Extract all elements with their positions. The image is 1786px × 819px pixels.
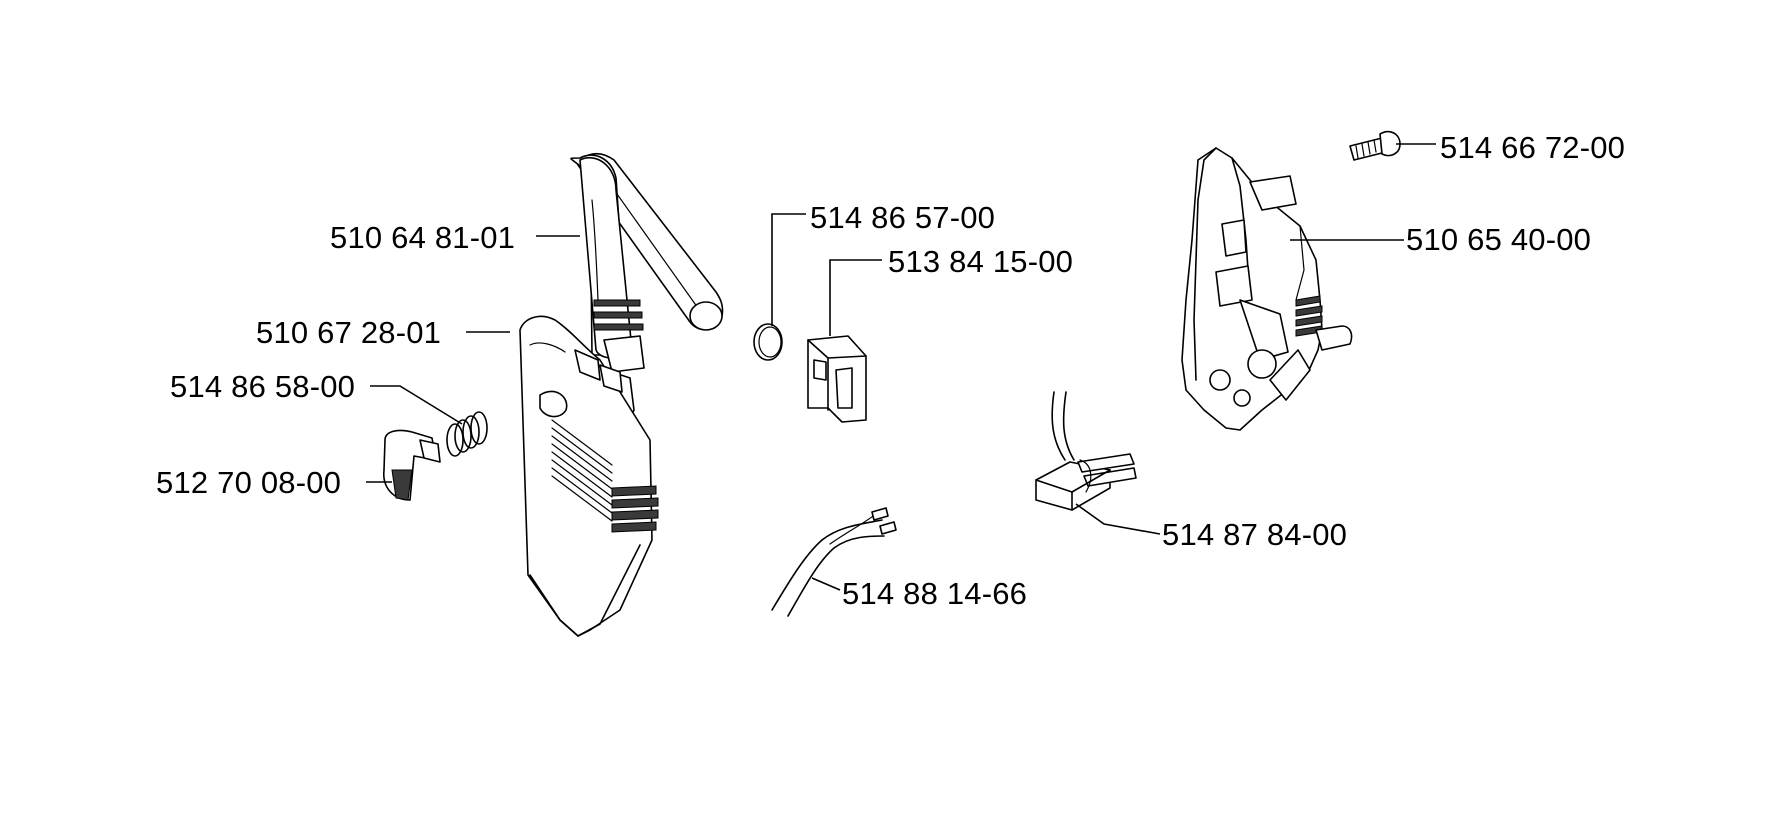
leader-lines <box>366 143 1436 591</box>
spring-part <box>446 411 488 457</box>
clip-block-part <box>807 335 867 423</box>
housing-cover-part <box>519 315 659 637</box>
label-spring: 514 86 58-00 <box>170 369 356 404</box>
leader-cable <box>811 577 841 591</box>
label-switch: 514 87 84-00 <box>1162 517 1348 552</box>
leader-ring <box>771 213 806 326</box>
ring-part <box>753 323 783 361</box>
label-cable: 514 88 14-66 <box>842 576 1028 611</box>
label-housing-cover: 510 67 28-01 <box>256 315 442 350</box>
cable-part <box>771 507 897 617</box>
label-button: 512 70 08-00 <box>156 465 342 500</box>
handle-cover-part <box>570 152 724 431</box>
label-ring: 514 86 57-00 <box>810 200 996 235</box>
switch-part <box>1035 391 1137 511</box>
leader-spring <box>370 385 463 425</box>
label-clip-block: 513 84 15-00 <box>888 244 1074 279</box>
leader-switch <box>1075 503 1161 535</box>
screw-part <box>1349 130 1401 161</box>
label-screw: 514 66 72-00 <box>1440 130 1626 165</box>
label-side-bracket: 510 65 40-00 <box>1406 222 1592 257</box>
side-bracket-part <box>1181 147 1353 431</box>
button-part <box>383 429 441 501</box>
leader-clip-block <box>829 259 882 336</box>
label-handle-cover: 510 64 81-01 <box>330 220 516 255</box>
